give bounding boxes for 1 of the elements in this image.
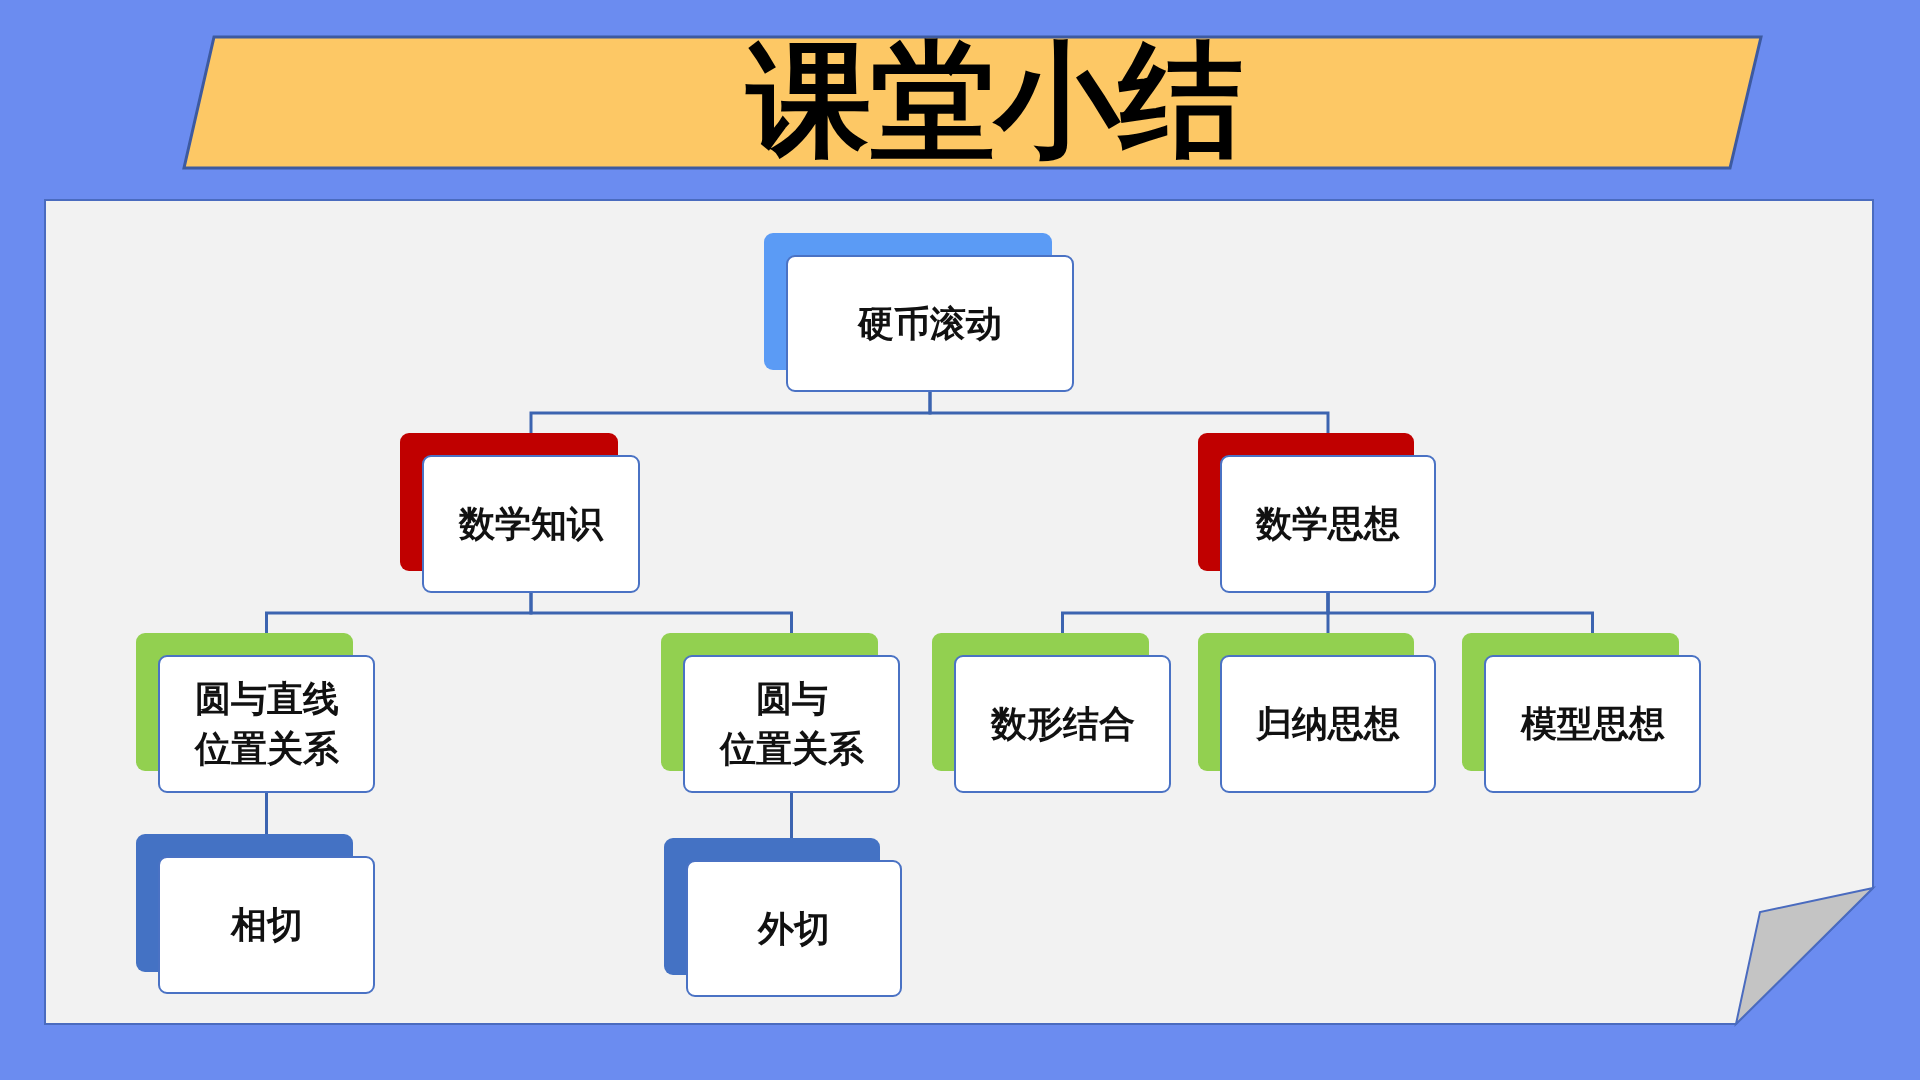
title: 课堂小结 (744, 30, 1244, 170)
